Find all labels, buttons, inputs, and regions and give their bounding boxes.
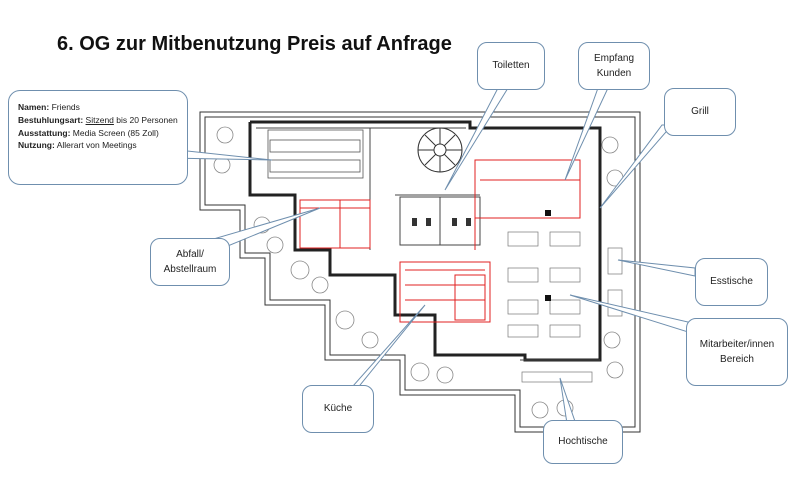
highlight-zones <box>299 159 581 323</box>
building-walls <box>248 120 602 362</box>
callout-esstische: Esstische <box>695 258 768 306</box>
building-inner-walls <box>256 127 600 361</box>
callout-abfall: Abfall/ Abstellraum <box>150 238 230 286</box>
page-title: 6. OG zur Mitbenutzung Preis auf Anfrage <box>57 33 452 55</box>
room-info-box: Namen: Friends Bestuhlungsart: Sitzend b… <box>8 90 188 185</box>
info-equipment: Ausstattung: Media Screen (85 Zoll) <box>18 127 159 138</box>
plants <box>213 126 624 419</box>
callout-grill: Grill <box>664 88 736 136</box>
callout-mitarbeiter: Mitarbeiter/innen Bereich <box>686 318 788 386</box>
dining-tables <box>507 231 623 383</box>
spiral-stair <box>417 127 463 173</box>
callout-hochtische: Hochtische <box>543 420 623 464</box>
callout-leaders <box>166 87 696 431</box>
toilets <box>412 218 471 226</box>
callout-kueche: Küche <box>302 385 374 433</box>
callout-toiletten: Toiletten <box>477 42 545 90</box>
meeting-table <box>267 129 364 179</box>
info-name: Namen: Friends <box>18 102 80 112</box>
columns <box>545 210 551 301</box>
callout-empfang: Empfang Kunden <box>578 42 650 90</box>
info-seating: Bestuhlungsart: Sitzend bis 20 Personen <box>18 114 178 125</box>
info-usage: Nutzung: Allerart von Meetings <box>18 140 137 151</box>
